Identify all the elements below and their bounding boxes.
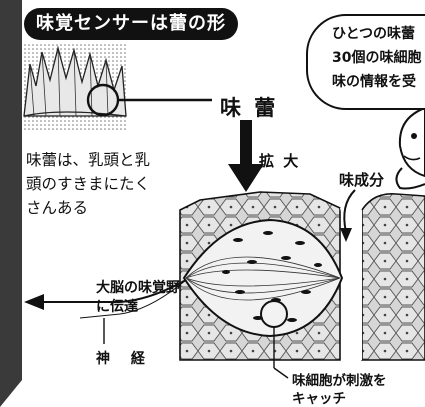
enlarge-label: 拡 大: [259, 152, 301, 170]
arrow-down-icon: [228, 120, 264, 192]
speech-bubble: ひとつの味蕾 30個の味細胞 味の情報を受: [306, 14, 425, 110]
cell-label-line-1: 味細胞が刺激を: [292, 373, 387, 389]
description-line-3: さんある: [26, 199, 89, 217]
taste-bud-cross-section: [179, 191, 425, 361]
taste-component-label: 味成分: [339, 171, 385, 189]
nerve-path: [24, 279, 289, 379]
cartoon-character: [395, 106, 425, 190]
arrow-left-icon: [24, 294, 44, 310]
brain-label-line-1: 大脳の味覚野: [96, 280, 180, 296]
corner-shade: [0, 0, 22, 407]
description-line-2: 頭のすきまにたく: [26, 175, 151, 193]
taste-bud-label: 味 蕾: [220, 96, 279, 120]
nerve-label: 神 経: [96, 351, 153, 367]
bubble-line-2: 30個の味細胞: [332, 50, 422, 66]
bubble-line-3: 味の情報を受: [332, 74, 416, 90]
magnify-circle: [86, 83, 212, 117]
taste-component-arrow: [340, 189, 356, 242]
bubble-line-1: ひとつの味蕾: [332, 26, 416, 42]
title-banner: 味覚センサーは蕾の形: [24, 8, 238, 40]
description-line-1: 味蕾は、乳頭と乳: [26, 151, 151, 169]
cell-label-line-2: キャッチ: [292, 391, 346, 407]
brain-label-line-2: に伝達: [96, 299, 138, 315]
